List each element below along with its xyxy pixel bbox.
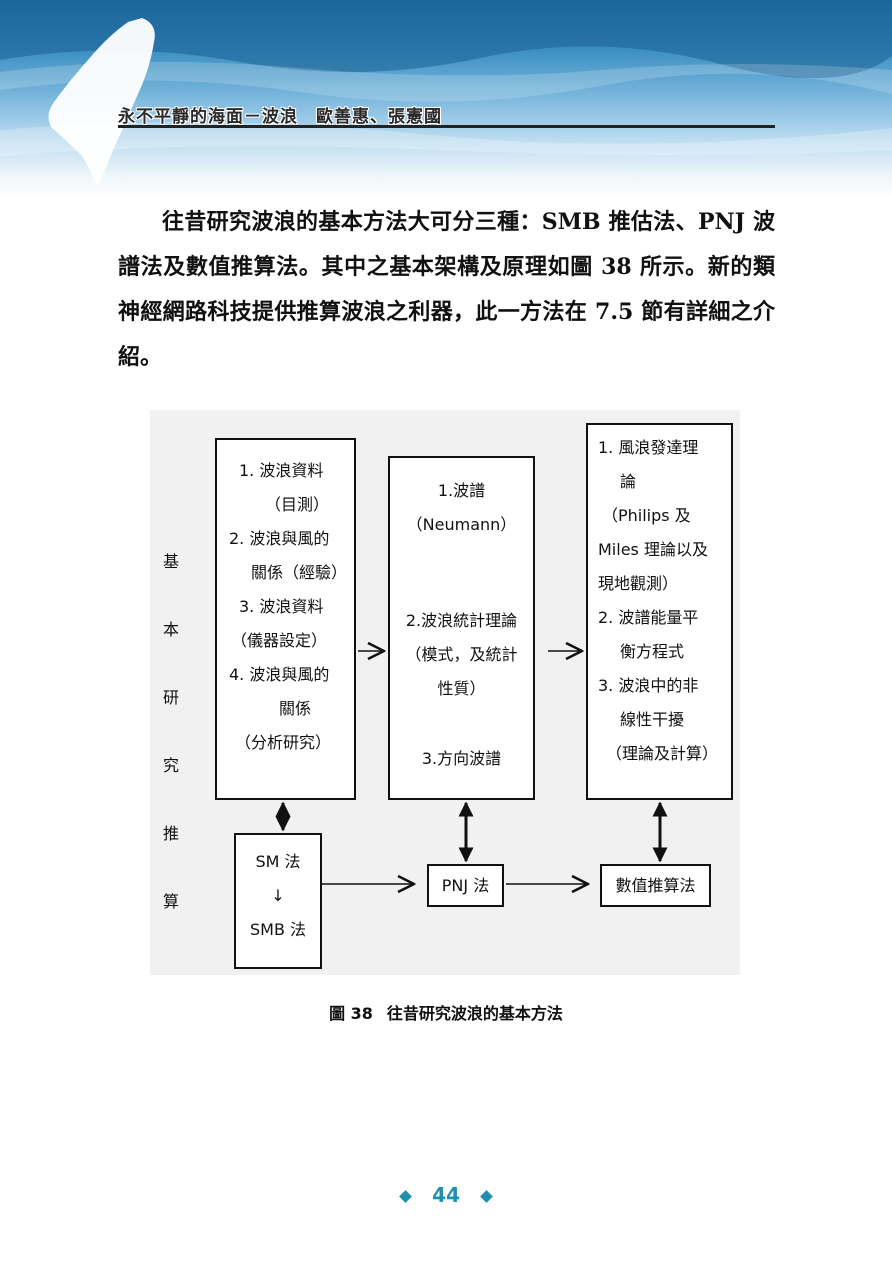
side-label-char: 研 bbox=[162, 688, 179, 707]
box3-line: Miles 理論以及 bbox=[598, 540, 708, 559]
box1-line: 3. 波浪資料 bbox=[239, 597, 324, 616]
box3-line: （理論及計算） bbox=[606, 744, 719, 763]
side-label-char: 基 bbox=[162, 552, 179, 571]
box-wave-theory: 1. 風浪發達理 論 （Philips 及 Miles 理論以及 現地觀測） 2… bbox=[586, 423, 733, 800]
page-footer: 44 bbox=[0, 1183, 892, 1207]
box2-line: 3.方向波譜 bbox=[421, 749, 502, 768]
box-observation-methods: 1. 波浪資料 （目測） 2. 波浪與風的 關係（經驗） 3. 波浪資料 （儀器… bbox=[215, 438, 356, 800]
box-spectrum-statistics: 1.波譜 （Neumann） 2.波浪統計理論 （模式，及統計 性質） 3.方向… bbox=[388, 456, 535, 800]
box-numerical-method: 數值推算法 bbox=[600, 864, 711, 907]
box1-line: （儀器設定） bbox=[231, 631, 328, 650]
taiwan-island-icon bbox=[48, 18, 155, 186]
box3-line: 衡方程式 bbox=[620, 642, 685, 661]
down-arrow-icon: ↓ bbox=[271, 886, 285, 905]
box3-line: 現地觀測） bbox=[598, 574, 679, 593]
side-label-char: 推 bbox=[162, 824, 179, 843]
box2-line: （Neumann） bbox=[406, 515, 517, 534]
box2-line: 2.波浪統計理論 bbox=[405, 611, 518, 630]
box3-line: （Philips 及 bbox=[602, 506, 691, 525]
box1-line: 2. 波浪與風的 bbox=[229, 529, 330, 548]
running-header: 永不平靜的海面－波浪歐善惠、張憲國 bbox=[118, 102, 460, 127]
box3-line: 1. 風浪發達理 bbox=[598, 438, 699, 457]
caption-number: 圖 38 bbox=[329, 1004, 373, 1023]
figure-caption: 圖 38 往昔研究波浪的基本方法 bbox=[0, 1000, 892, 1024]
box3-line: 3. 波浪中的非 bbox=[598, 676, 699, 695]
diamond-icon bbox=[480, 1190, 493, 1203]
box-smb-method: SM 法 ↓ SMB 法 bbox=[234, 833, 322, 969]
header-authors: 歐善惠、張憲國 bbox=[316, 107, 442, 127]
box2-line: 性質） bbox=[437, 679, 486, 698]
smb-line: SMB 法 bbox=[249, 920, 307, 939]
ocean-wave-image bbox=[0, 0, 892, 156]
box2-line: （模式，及統計 bbox=[405, 645, 518, 664]
box2-line: 1.波譜 bbox=[437, 481, 486, 500]
side-label-char: 本 bbox=[162, 620, 179, 639]
box1-line: 1. 波浪資料 bbox=[239, 461, 324, 480]
header-title: 永不平靜的海面－波浪 bbox=[118, 107, 298, 127]
box1-line: （分析研究） bbox=[235, 733, 332, 752]
header-rule bbox=[118, 125, 775, 128]
page-number: 44 bbox=[432, 1183, 460, 1207]
box3-line: 論 bbox=[620, 472, 637, 491]
figure-side-label: 基 本 研 究 推 算 bbox=[159, 548, 183, 956]
box1-line: 關係（經驗） bbox=[251, 563, 348, 582]
box1-line: （目測） bbox=[265, 495, 330, 514]
numerical-label: 數值推算法 bbox=[615, 876, 696, 895]
diamond-icon bbox=[399, 1190, 412, 1203]
smb-line: SM 法 bbox=[255, 852, 301, 871]
pnj-label: PNJ 法 bbox=[441, 876, 490, 895]
box-pnj-method: PNJ 法 bbox=[427, 864, 504, 907]
box1-line: 4. 波浪與風的 bbox=[229, 665, 330, 684]
box1-line: 關係 bbox=[279, 699, 312, 718]
box3-line: 2. 波譜能量平 bbox=[598, 608, 699, 627]
header-banner bbox=[0, 0, 892, 200]
body-paragraph: 往昔研究波浪的基本方法大可分三種：SMB 推估法、PNJ 波譜法及數值推算法。其… bbox=[118, 209, 775, 370]
side-label-char: 究 bbox=[162, 756, 179, 775]
box3-line: 線性干擾 bbox=[620, 710, 685, 729]
caption-text: 往昔研究波浪的基本方法 bbox=[386, 1004, 563, 1023]
side-label-char: 算 bbox=[162, 892, 179, 911]
